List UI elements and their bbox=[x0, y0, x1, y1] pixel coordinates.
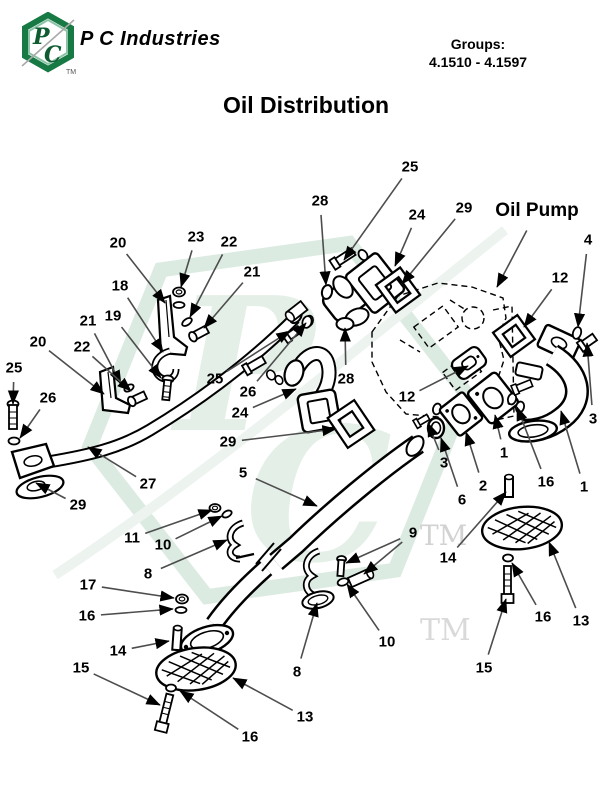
callout-5: 5 bbox=[238, 464, 248, 482]
part-oring-26-left bbox=[7, 436, 21, 446]
callout-25: 25 bbox=[5, 359, 23, 377]
groups-range: 4.1510 - 4.1597 bbox=[428, 53, 528, 70]
callout-29: 29 bbox=[69, 496, 87, 514]
callout-4: 4 bbox=[583, 231, 593, 249]
part-bolt-21-upper bbox=[188, 324, 211, 343]
callout-15: 15 bbox=[475, 659, 493, 677]
callout-16: 16 bbox=[241, 728, 259, 746]
callout-29: 29 bbox=[455, 199, 473, 217]
logo-letter-p: P bbox=[32, 24, 51, 50]
callout-1: 1 bbox=[579, 478, 589, 496]
callout-16: 16 bbox=[78, 607, 96, 625]
callout-10: 10 bbox=[154, 536, 172, 554]
callout-11: 11 bbox=[124, 529, 140, 547]
callout-9: 9 bbox=[408, 524, 418, 542]
part-strainer-right bbox=[478, 473, 566, 604]
callout-24: 24 bbox=[231, 404, 249, 422]
callout-16: 16 bbox=[537, 473, 555, 491]
callout-oil-pump: Oil Pump bbox=[495, 200, 579, 221]
part-bolt-9 bbox=[336, 555, 347, 578]
callout-3: 3 bbox=[588, 410, 598, 428]
callout-leader-lines bbox=[7, 177, 594, 730]
callout-24: 24 bbox=[408, 206, 426, 224]
logo-hexagon-inner bbox=[28, 18, 68, 66]
callout-14: 14 bbox=[109, 642, 127, 660]
callout-10: 10 bbox=[378, 633, 396, 651]
part-pin-14-right bbox=[504, 473, 514, 498]
part-bracket-cluster-lower bbox=[98, 365, 149, 415]
callout-14: 14 bbox=[439, 549, 457, 567]
part-orings-16-right bbox=[506, 378, 534, 414]
part-flange-1 bbox=[466, 371, 520, 425]
callout-13: 13 bbox=[572, 612, 590, 630]
callout-26: 26 bbox=[239, 383, 257, 401]
part-bracket-cluster-upper bbox=[151, 286, 211, 402]
callout-8: 8 bbox=[292, 663, 302, 681]
logo-tm: TM bbox=[66, 69, 76, 76]
callout-12: 12 bbox=[398, 388, 416, 406]
callout-29: 29 bbox=[219, 433, 237, 451]
part-oring-22-lower bbox=[123, 383, 135, 393]
callout-19: 19 bbox=[104, 307, 122, 325]
logo-letter-c: C bbox=[44, 42, 62, 68]
callout-17: 17 bbox=[79, 576, 97, 594]
callout-3: 3 bbox=[439, 454, 449, 472]
part-flange-bolt bbox=[240, 354, 268, 377]
callout-13: 13 bbox=[296, 708, 314, 726]
part-oring-16-bottom bbox=[165, 683, 177, 693]
callout-23: 23 bbox=[187, 228, 205, 246]
part-strainer-left bbox=[152, 593, 240, 734]
part-bolt-15-right bbox=[500, 565, 515, 604]
callout-27: 27 bbox=[139, 475, 157, 493]
part-bolt-21-lower bbox=[127, 390, 149, 408]
logo-swoosh-line bbox=[21, 19, 75, 67]
callout-18: 18 bbox=[111, 277, 129, 295]
part-bolt-15-left bbox=[153, 692, 175, 734]
groups-label: Groups: bbox=[450, 36, 506, 52]
callout-12: 12 bbox=[551, 269, 569, 287]
callout-25: 25 bbox=[401, 158, 419, 176]
company-name: P C Industries bbox=[80, 28, 221, 50]
part-bolt-small bbox=[411, 413, 431, 430]
callout-20: 20 bbox=[109, 234, 127, 252]
callout-16: 16 bbox=[534, 608, 552, 626]
part-gasket-29-top bbox=[374, 265, 422, 315]
callout-1: 1 bbox=[499, 444, 509, 462]
part-pin-14-left bbox=[171, 624, 183, 652]
groups-block: Groups: 4.1510 - 4.1597 bbox=[398, 36, 558, 71]
page-title: Oil Distribution bbox=[222, 92, 390, 118]
callout-15: 15 bbox=[72, 659, 90, 677]
watermark-tm-2: TM bbox=[420, 613, 471, 648]
callout-21: 21 bbox=[79, 312, 97, 330]
page-header: P C TM P C Industries Groups: 4.1510 - 4… bbox=[0, 0, 612, 86]
part-oring-16-left bbox=[174, 606, 188, 614]
part-oring-10-upper bbox=[221, 509, 233, 519]
callout-20: 20 bbox=[29, 333, 47, 351]
callout-28: 28 bbox=[311, 192, 329, 210]
watermark-tm-1: TM bbox=[420, 519, 467, 552]
callout-25: 25 bbox=[206, 370, 224, 388]
callout-2: 2 bbox=[478, 477, 488, 495]
callout-6: 6 bbox=[457, 491, 467, 509]
part-bolt-19 bbox=[161, 374, 175, 402]
callout-21: 21 bbox=[243, 263, 261, 281]
callout-26: 26 bbox=[39, 389, 57, 407]
pc-industries-logo: P C TM bbox=[21, 12, 76, 76]
part-clamp-8-upper bbox=[208, 503, 255, 563]
part-flange-2 bbox=[438, 391, 484, 437]
part-oring-16-right bbox=[502, 553, 514, 563]
part-fitting-small bbox=[284, 299, 309, 323]
callout-22: 22 bbox=[220, 233, 238, 251]
callout-28: 28 bbox=[337, 370, 355, 388]
part-bolt-25-left bbox=[6, 399, 21, 446]
callout-8: 8 bbox=[143, 565, 153, 583]
part-gasket-29-mid bbox=[326, 398, 376, 450]
part-seals-at-pipe-end bbox=[411, 402, 446, 440]
part-oring-22-upper bbox=[181, 317, 193, 327]
callout-22: 22 bbox=[73, 338, 91, 356]
